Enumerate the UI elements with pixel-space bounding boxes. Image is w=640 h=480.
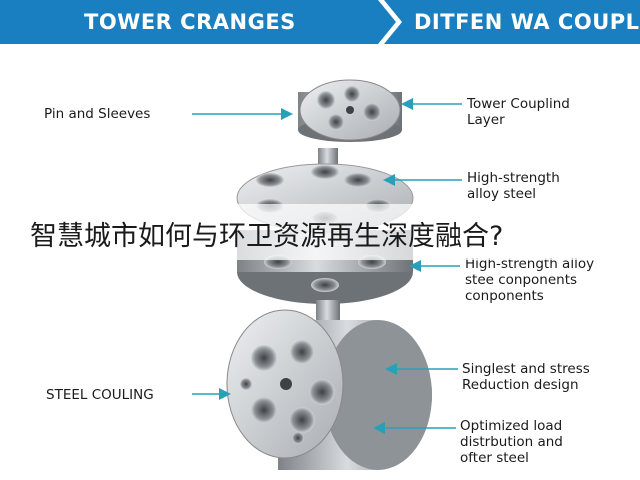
label-line: conponents bbox=[465, 288, 544, 304]
label-line: stee conponents bbox=[465, 272, 578, 288]
label-line: Reduction design bbox=[462, 377, 579, 393]
title-banner-right bbox=[384, 0, 640, 44]
label-singlest-stress: Singlest and stress Reduction design bbox=[462, 361, 590, 393]
left-banner-title: TOWER CRANGES bbox=[84, 10, 296, 34]
label-high-strength-alloy: High-strength alloy steel bbox=[467, 170, 560, 202]
overlay-caption: 智慧城市如何与环卫资源再生深度融合? bbox=[30, 221, 504, 252]
label-high-strength-components: High-strength alloy stee conponents conp… bbox=[465, 256, 594, 304]
label-line: ofter steel bbox=[460, 450, 529, 466]
label-line: Tower Couplind bbox=[467, 96, 570, 112]
label-line: Optimized load bbox=[460, 418, 563, 434]
label-line: High-strength alloy bbox=[465, 256, 595, 272]
caption-overlay-band bbox=[0, 204, 640, 260]
steel-coupling-body bbox=[226, 309, 432, 470]
label-pin-and-sleeves: Pin and Sleeves bbox=[44, 106, 151, 122]
right-banner-title: DITFEN WA COUPLIN bbox=[414, 10, 640, 34]
label-line: Layer bbox=[467, 112, 505, 128]
label-steel-couling: STEEL COULING bbox=[46, 387, 154, 403]
label-line: Singlest and stress bbox=[462, 361, 590, 377]
top-coupling-part bbox=[298, 79, 402, 142]
label-line: alloy steel bbox=[467, 186, 537, 202]
label-line: High-strength bbox=[467, 170, 560, 186]
label-line: distrbution and bbox=[460, 434, 563, 450]
title-banner-left bbox=[0, 0, 396, 44]
label-tower-coupling-layer: Tower Couplind Layer bbox=[467, 96, 570, 128]
label-optimized-load: Optimized load distrbution and ofter ste… bbox=[460, 418, 563, 466]
